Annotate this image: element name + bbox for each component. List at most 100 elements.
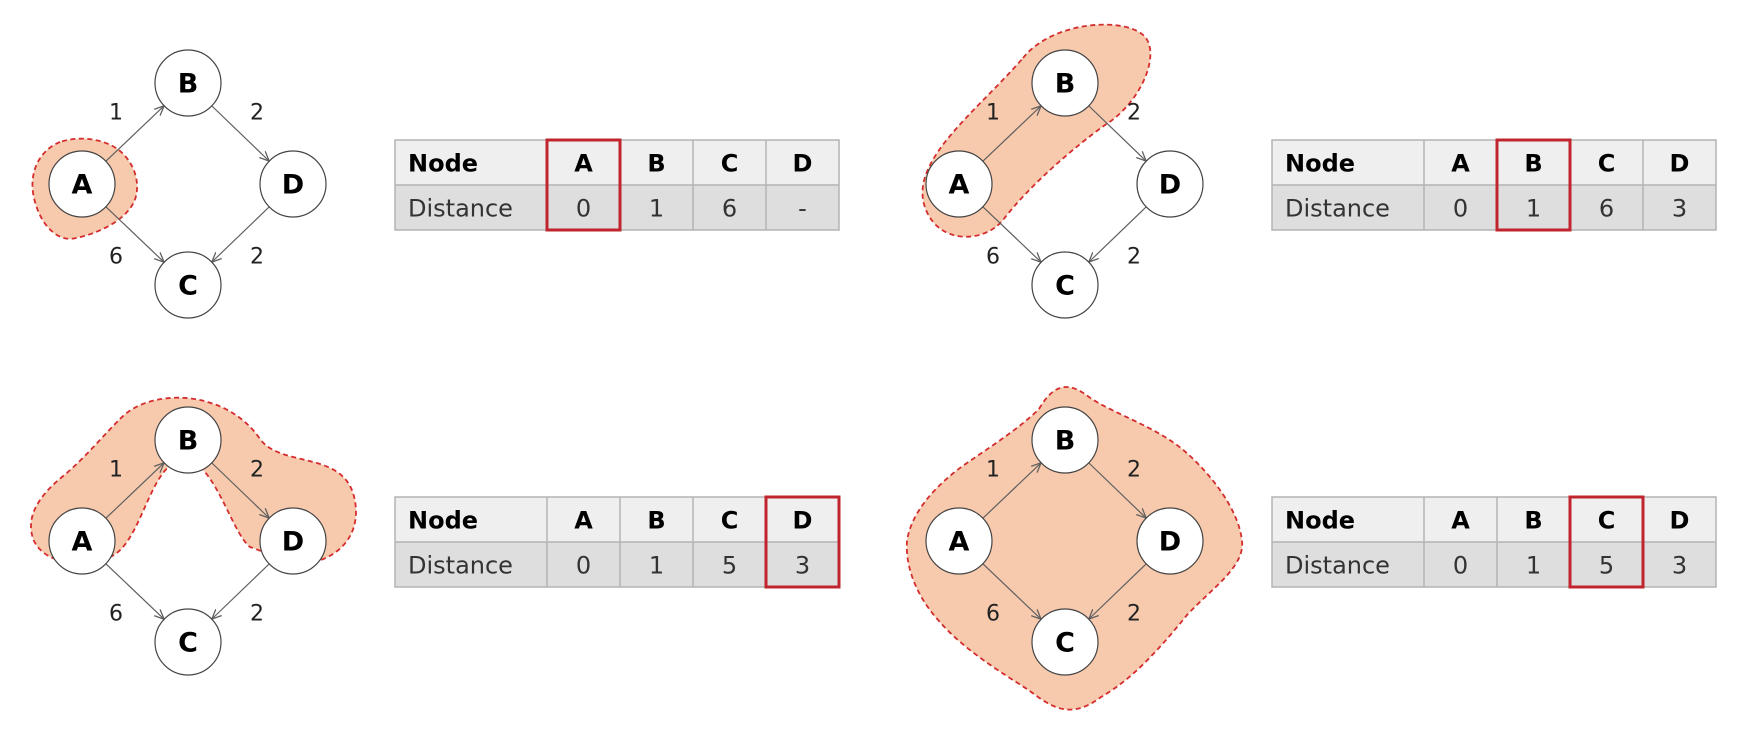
edge-d-c xyxy=(1089,563,1147,619)
node-b: B xyxy=(1031,49,1099,117)
node-label: B xyxy=(178,69,199,100)
table-column-header: A xyxy=(1451,507,1470,535)
edge-weight-label: 1 xyxy=(986,101,1000,126)
edge-weight-label: 2 xyxy=(250,245,264,270)
edge-a-c xyxy=(105,563,164,619)
edge-weight-label: 6 xyxy=(986,245,1000,270)
node-d: D xyxy=(1136,150,1204,218)
node-circle xyxy=(154,251,222,319)
table-column-header: C xyxy=(721,150,739,178)
table-header-row xyxy=(1272,140,1716,185)
edge-weight-label: 2 xyxy=(250,101,264,126)
node-label: C xyxy=(178,628,198,659)
edge-d-c xyxy=(212,563,270,619)
table-distance-cell: 5 xyxy=(1599,552,1614,580)
node-label: D xyxy=(282,527,304,558)
table-distance-row xyxy=(395,185,839,230)
node-label: D xyxy=(1159,170,1181,201)
node-circle xyxy=(1031,49,1099,117)
table-column-header: B xyxy=(1524,507,1542,535)
selected-column-highlight xyxy=(1495,138,1572,232)
edge-weight-label: 2 xyxy=(1127,245,1141,270)
node-label: D xyxy=(1159,527,1181,558)
node-circle xyxy=(259,507,327,575)
edge-weight-label: 2 xyxy=(1127,458,1141,483)
edge-a-c xyxy=(982,206,1041,262)
edge-b-d xyxy=(1088,462,1146,518)
node-circle xyxy=(154,406,222,474)
table-distance-cell: 1 xyxy=(1526,195,1541,223)
node-label: A xyxy=(949,170,970,201)
table-column-header: D xyxy=(1670,150,1690,178)
table-distance-cell: 1 xyxy=(1526,552,1541,580)
node-b: B xyxy=(154,406,222,474)
edge-d-c xyxy=(212,206,270,262)
visited-region xyxy=(905,386,1243,711)
table-column-header: A xyxy=(574,150,593,178)
edge-a-b xyxy=(982,106,1041,162)
node-circle xyxy=(1031,406,1099,474)
node-circle xyxy=(154,608,222,676)
node-c: C xyxy=(1031,608,1099,676)
table-distance-row xyxy=(1272,185,1716,230)
table-column-header: B xyxy=(647,507,665,535)
table-column-header: B xyxy=(647,150,665,178)
node-circle xyxy=(48,150,116,218)
node-d: D xyxy=(259,150,327,218)
node-d: D xyxy=(1136,507,1204,575)
edge-a-b xyxy=(982,463,1041,519)
table-distance-cell: 1 xyxy=(649,195,664,223)
node-circle xyxy=(48,507,116,575)
node-label: B xyxy=(178,426,199,457)
graph-edges: 1 2 6 2 xyxy=(982,458,1147,627)
node-circle xyxy=(1136,150,1204,218)
table-column-header: D xyxy=(793,507,813,535)
node-label: D xyxy=(282,170,304,201)
node-circle xyxy=(1136,507,1204,575)
edge-a-b xyxy=(105,463,164,519)
node-circle xyxy=(1031,608,1099,676)
table-row-header-node: Node xyxy=(1285,150,1355,178)
edge-weight-label: 2 xyxy=(1127,602,1141,627)
table-column-header: A xyxy=(574,507,593,535)
edge-d-c xyxy=(1089,206,1147,262)
node-label: A xyxy=(72,527,93,558)
node-a: A xyxy=(925,150,993,218)
table-distance-cell: 0 xyxy=(576,552,591,580)
table-distance-cell: - xyxy=(798,195,807,223)
node-d: D xyxy=(259,507,327,575)
table-column-header: C xyxy=(1598,150,1616,178)
node-circle xyxy=(1031,251,1099,319)
node-c: C xyxy=(154,251,222,319)
table-row-header-node: Node xyxy=(1285,507,1355,535)
selected-column-highlight xyxy=(764,495,841,589)
node-label: B xyxy=(1055,426,1076,457)
table-distance-cell: 0 xyxy=(576,195,591,223)
table-row-header-distance: Distance xyxy=(1285,195,1390,223)
visited-region-shape xyxy=(905,386,1243,711)
edge-weight-label: 1 xyxy=(109,458,123,483)
table-distance-cell: 6 xyxy=(1599,195,1614,223)
table-row-header-distance: Distance xyxy=(1285,552,1390,580)
table-distance-cell: 3 xyxy=(795,552,810,580)
edge-weight-label: 2 xyxy=(250,458,264,483)
selected-column-highlight xyxy=(1568,495,1645,589)
node-circle xyxy=(259,150,327,218)
node-circle xyxy=(154,49,222,117)
node-c: C xyxy=(154,608,222,676)
edge-weight-label: 6 xyxy=(986,602,1000,627)
edge-weight-label: 6 xyxy=(109,245,123,270)
node-a: A xyxy=(48,507,116,575)
node-label: B xyxy=(1055,69,1076,100)
edge-weight-label: 1 xyxy=(986,458,1000,483)
table-column-header: A xyxy=(1451,150,1470,178)
node-a: A xyxy=(925,507,993,575)
